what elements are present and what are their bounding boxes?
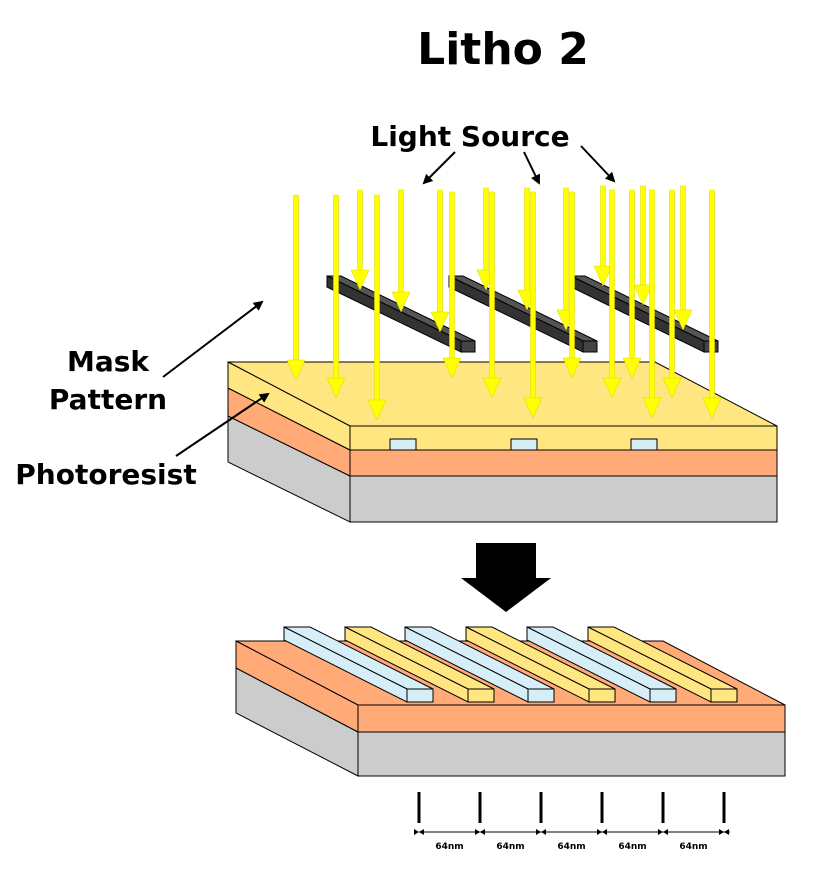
photoresist-pointer bbox=[175, 392, 270, 457]
process-arrow-icon bbox=[461, 543, 551, 612]
top-wafer-stack bbox=[227, 361, 778, 523]
photoresist-label: Photoresist bbox=[15, 458, 196, 491]
dimension-arrowhead bbox=[719, 829, 724, 835]
dimension-arrowhead bbox=[597, 829, 602, 835]
dimension-label: 64nm bbox=[496, 842, 524, 852]
light-ray bbox=[702, 189, 722, 419]
photoresist-front bbox=[349, 425, 778, 451]
dimension-label: 64nm bbox=[435, 842, 463, 852]
mask-pattern-label: Mask bbox=[67, 345, 150, 378]
patterned-lines bbox=[283, 626, 738, 703]
dimension-arrowhead bbox=[602, 829, 607, 835]
dimension-arrowhead bbox=[536, 829, 541, 835]
light-ray bbox=[350, 189, 370, 291]
dimension-label: 64nm bbox=[618, 842, 646, 852]
embedded-feature bbox=[389, 438, 417, 451]
dimension-arrowhead bbox=[480, 829, 485, 835]
oxide-front bbox=[349, 449, 778, 477]
light-ray bbox=[482, 191, 502, 399]
light-source-pointer bbox=[580, 145, 616, 183]
yellow-line-feature bbox=[344, 626, 495, 703]
embedded-feature bbox=[630, 438, 658, 451]
embedded-feature bbox=[510, 438, 538, 451]
light-ray bbox=[367, 194, 387, 421]
dimension-label: 64nm bbox=[557, 842, 585, 852]
light-rays bbox=[286, 185, 722, 421]
yellow-line-feature bbox=[465, 626, 616, 703]
dimension-arrowhead bbox=[724, 829, 729, 835]
light-source-pointer bbox=[422, 151, 456, 185]
blue-line-feature bbox=[404, 626, 555, 703]
light-ray bbox=[593, 185, 613, 287]
light-ray bbox=[622, 189, 642, 379]
light-ray bbox=[326, 194, 346, 399]
mask-bar bbox=[448, 275, 598, 353]
blue-line-feature bbox=[283, 626, 434, 703]
dimension-label: 64nm bbox=[679, 842, 707, 852]
dimension-arrowhead bbox=[475, 829, 480, 835]
mask-pattern-label-line2: Pattern bbox=[49, 383, 167, 416]
light-ray bbox=[286, 194, 306, 381]
dimension-arrowhead bbox=[419, 829, 424, 835]
dimension-arrowhead bbox=[414, 829, 419, 835]
mask-pattern-pointer bbox=[162, 300, 264, 378]
light-ray bbox=[642, 189, 662, 419]
dimension-scale: 64nm 64nm 64nm 64nm 64nm bbox=[414, 792, 730, 852]
light-ray bbox=[633, 185, 653, 306]
dimension-arrowhead bbox=[658, 829, 663, 835]
dimension-arrowhead bbox=[541, 829, 546, 835]
dimension-arrowhead bbox=[663, 829, 668, 835]
light-ray bbox=[562, 191, 582, 379]
bottom-substrate-front bbox=[357, 731, 786, 777]
light-ray bbox=[662, 189, 682, 399]
bottom-oxide-front bbox=[357, 704, 786, 733]
light-source-label: Light Source bbox=[370, 120, 569, 153]
light-ray bbox=[391, 189, 411, 313]
light-ray bbox=[523, 191, 543, 419]
yellow-line-feature bbox=[587, 626, 738, 703]
substrate-front bbox=[349, 475, 778, 523]
light-ray bbox=[430, 189, 450, 333]
blue-line-feature bbox=[526, 626, 677, 703]
mask-pattern bbox=[326, 275, 719, 353]
light-ray bbox=[602, 189, 622, 399]
light-source-pointer bbox=[523, 151, 541, 185]
light-ray bbox=[673, 185, 693, 331]
page-title: Litho 2 bbox=[417, 24, 589, 75]
light-ray bbox=[442, 191, 462, 379]
